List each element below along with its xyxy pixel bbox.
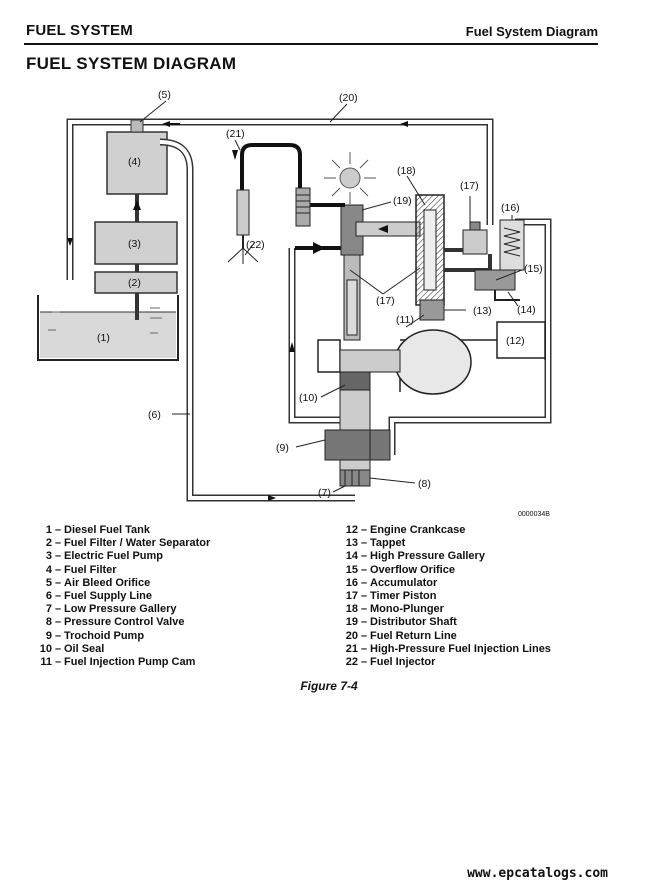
callout-2: (2) bbox=[128, 277, 141, 289]
legend-item: 21–High-Pressure Fuel Injection Lines bbox=[345, 642, 551, 655]
callout-9: (9) bbox=[276, 442, 289, 454]
callout-17b: (17) bbox=[376, 295, 395, 307]
high-pressure-injection-lines bbox=[232, 143, 345, 207]
legend-right: 12–Engine Crankcase 13–Tappet 14–High Pr… bbox=[334, 524, 551, 669]
legend-item: 2–Fuel Filter / Water Separator bbox=[45, 537, 211, 550]
legend-item: 10–Oil Seal bbox=[39, 642, 105, 655]
legend-item: 17–Timer Piston bbox=[345, 590, 437, 603]
legend-item: 13–Tappet bbox=[345, 537, 406, 550]
fuel-injector bbox=[227, 189, 259, 264]
callout-14: (14) bbox=[517, 304, 536, 316]
fuel-supply-line bbox=[159, 138, 355, 502]
accumulator bbox=[499, 219, 525, 271]
legend-item: 20–Fuel Return Line bbox=[345, 629, 457, 642]
callout-22: (22) bbox=[246, 239, 265, 251]
legend-item: 4–Fuel Filter bbox=[45, 563, 117, 576]
legend-left: 1–Diesel Fuel Tank 2–Fuel Filter / Water… bbox=[28, 524, 211, 669]
legend-item: 14–High Pressure Gallery bbox=[345, 550, 485, 563]
legend-item: 9–Trochoid Pump bbox=[45, 629, 145, 642]
section-title: FUEL SYSTEM bbox=[26, 22, 133, 39]
callout-21: (21) bbox=[226, 128, 245, 140]
leader-lines bbox=[139, 100, 523, 493]
callouts: (1) (2) (3) (4) (5) (6) (7) (8) (9) (10)… bbox=[97, 89, 550, 518]
fuel-injection-pump-cam bbox=[394, 329, 472, 395]
tappet bbox=[419, 299, 445, 321]
fuel-system-diagram: (1) (2) (3) (4) (5) (6) (7) (8) (9) (10)… bbox=[37, 89, 552, 518]
injector-second bbox=[295, 187, 311, 227]
callout-4: (4) bbox=[128, 156, 141, 168]
footer-watermark: www.epcatalogs.com bbox=[467, 866, 608, 881]
legend-item: 22–Fuel Injector bbox=[345, 656, 436, 669]
legend-item: 6–Fuel Supply Line bbox=[45, 590, 153, 603]
legend-item: 7–Low Pressure Gallery bbox=[45, 603, 177, 616]
timer-piston bbox=[444, 221, 492, 272]
header-rule bbox=[24, 43, 598, 45]
legend-item: 19–Distributor Shaft bbox=[345, 616, 457, 629]
engine-crankcase bbox=[317, 321, 546, 392]
callout-7: (7) bbox=[318, 487, 331, 499]
high-pressure-gallery bbox=[474, 269, 520, 301]
callout-16: (16) bbox=[501, 202, 520, 214]
legend-item: 3–Electric Fuel Pump bbox=[45, 550, 164, 563]
legend-item: 18–Mono-Plunger bbox=[345, 603, 444, 616]
oil-seal bbox=[339, 371, 371, 391]
callout-20: (20) bbox=[339, 92, 358, 104]
callout-1: (1) bbox=[97, 332, 110, 344]
callout-11: (11) bbox=[396, 314, 414, 326]
callout-15: (15) bbox=[524, 263, 543, 275]
legend-item: 5–Air Bleed Orifice bbox=[45, 576, 151, 589]
callout-19: (19) bbox=[393, 195, 412, 207]
legend-item: 1–Diesel Fuel Tank bbox=[45, 524, 150, 536]
legend-item: 8–Pressure Control Valve bbox=[45, 616, 185, 629]
spray-symbol bbox=[324, 152, 376, 204]
fuel-return-line bbox=[66, 118, 494, 280]
trochoid-pump bbox=[324, 389, 391, 471]
callout-12: (12) bbox=[506, 335, 525, 347]
callout-8: (8) bbox=[418, 478, 431, 490]
callout-17a: (17) bbox=[460, 180, 479, 192]
injection-pump-body bbox=[288, 218, 552, 455]
legend-item: 12–Engine Crankcase bbox=[345, 524, 466, 536]
callout-3: (3) bbox=[128, 238, 141, 250]
callout-10: (10) bbox=[299, 392, 318, 404]
callout-6: (6) bbox=[148, 409, 161, 421]
figure-code: 0000034B bbox=[518, 511, 550, 518]
legend-item: 16–Accumulator bbox=[345, 576, 438, 589]
distributor-head bbox=[340, 194, 445, 341]
figure-caption: Figure 7-4 bbox=[300, 679, 358, 693]
topic-title: Fuel System Diagram bbox=[465, 24, 598, 39]
diesel-fuel-tank bbox=[37, 295, 179, 361]
callout-18: (18) bbox=[397, 165, 416, 177]
page-title: FUEL SYSTEM DIAGRAM bbox=[26, 54, 237, 73]
air-bleed-orifice bbox=[130, 119, 144, 133]
legend-item: 15–Overflow Orifice bbox=[345, 563, 455, 576]
callout-13: (13) bbox=[473, 305, 492, 317]
legend-item: 11–Fuel Injection Pump Cam bbox=[40, 656, 196, 669]
callout-5: (5) bbox=[158, 89, 171, 101]
